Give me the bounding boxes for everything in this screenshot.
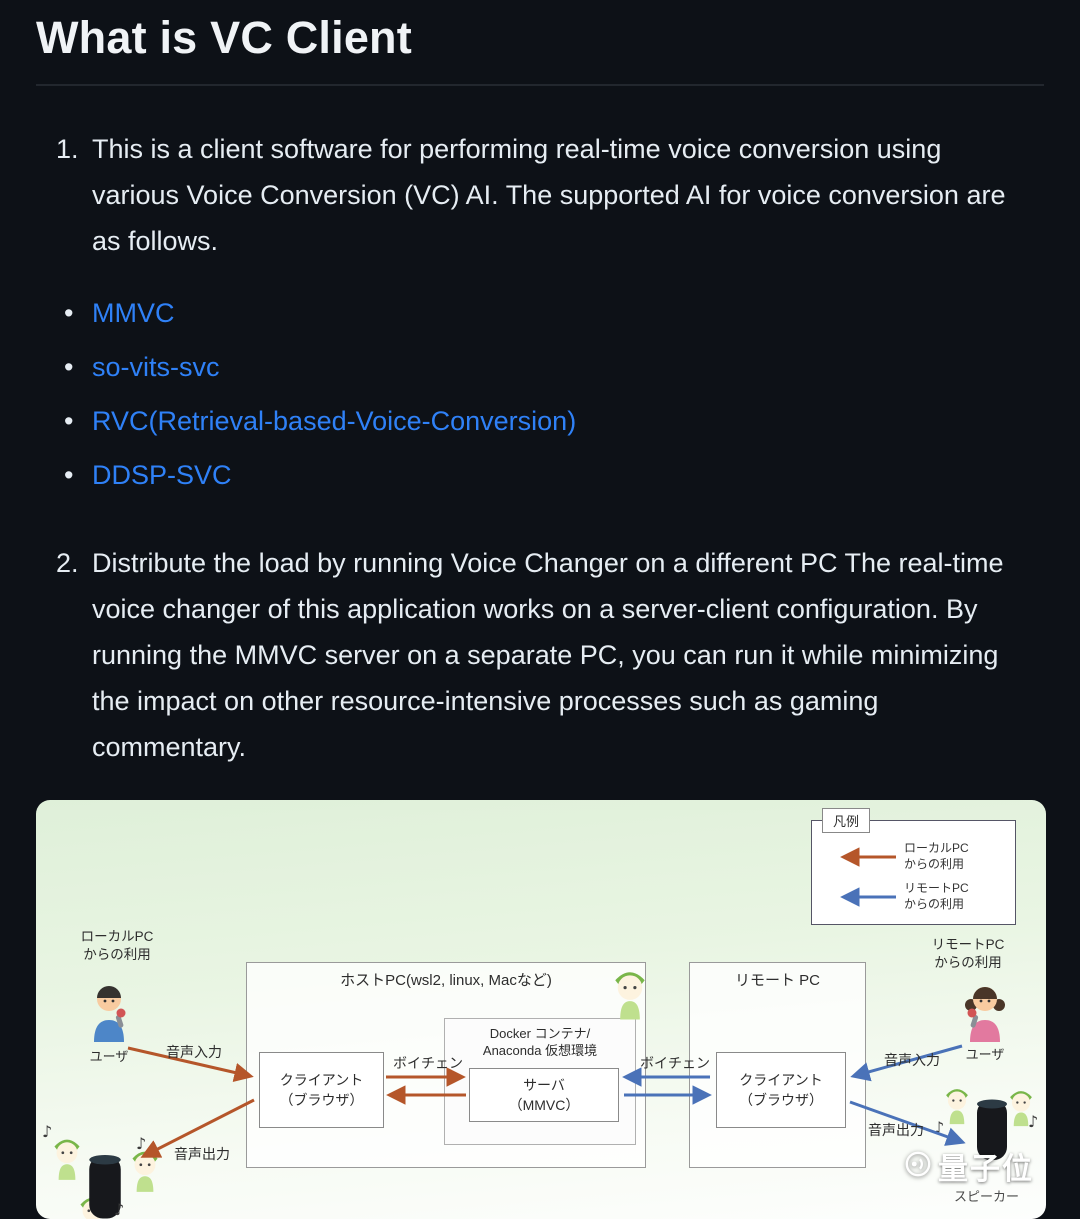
ordered-item-2-number: 2. — [56, 548, 79, 578]
music-note-icon: ♪ — [1028, 1112, 1039, 1131]
mascot-icon — [610, 968, 650, 1022]
host-pc-title: ホストPC(wsl2, linux, Macなど) — [340, 972, 552, 989]
list-item: • so-vits-svc — [64, 352, 1044, 382]
ordered-item-1: 1. This is a client software for perform… — [36, 126, 1044, 264]
music-note-icon: ♪ — [42, 1122, 53, 1141]
legend-local-label: ローカルPC からの利用 — [904, 841, 969, 871]
link-mmvc[interactable]: MMVC — [92, 298, 175, 328]
watermark: 量子位 — [904, 1144, 1034, 1188]
music-note-icon: ♪ — [114, 1200, 125, 1219]
speaker-caption: スピーカー — [954, 1189, 1020, 1204]
page-title: What is VC Client — [36, 12, 412, 63]
list-item: • DDSP-SVC — [64, 460, 1044, 490]
watermark-logo-icon — [904, 1150, 932, 1183]
voicechange-label-remote: ボイチェン — [640, 1055, 710, 1071]
mascot-icon — [942, 1086, 972, 1126]
ordered-item-2-text: Distribute the load by running Voice Cha… — [92, 548, 1004, 762]
bullet-marker: • — [64, 298, 74, 328]
audio-input-label-local: 音声入力 — [166, 1044, 222, 1060]
legend-title: 凡例 — [822, 808, 871, 833]
watermark-brand: 量子位 — [938, 1153, 1034, 1186]
client-local-box: クライアント （ブラウザ） — [259, 1052, 384, 1128]
bullet-marker: • — [64, 460, 74, 490]
docker-container-title: Docker コンテナ/ Anaconda 仮想環境 — [482, 1026, 598, 1058]
mascot-icon — [128, 1148, 162, 1194]
link-ddsp-svc[interactable]: DDSP-SVC — [92, 460, 232, 490]
remote-user-caption: リモートPC からの利用 — [931, 937, 1005, 970]
audio-input-label-remote: 音声入力 — [884, 1052, 940, 1068]
smart-speaker-icon — [84, 1146, 126, 1219]
voicechange-label-local: ボイチェン — [393, 1055, 463, 1071]
link-rvc[interactable]: RVC(Retrieval-based-Voice-Conversion) — [92, 406, 577, 436]
remote-pc-title: リモート PC — [734, 972, 820, 989]
music-note-icon: ♪ — [136, 1134, 147, 1153]
legend-box — [811, 820, 1016, 925]
ordered-item-1-text: This is a client software for performing… — [92, 134, 1006, 256]
bullet-marker: • — [64, 406, 74, 436]
mascot-icon — [1006, 1088, 1036, 1128]
server-mmvc-box: サーバ （MMVC） — [469, 1068, 619, 1122]
audio-output-label-remote: 音声出力 — [868, 1122, 924, 1138]
music-note-icon: ♪ — [934, 1118, 945, 1137]
local-user-caption: ローカルPC からの利用 — [80, 929, 154, 962]
ordered-item-2: 2. Distribute the load by running Voice … — [36, 540, 1044, 770]
list-item: • MMVC — [64, 298, 1044, 328]
remote-user-label: ユーザ — [965, 1047, 1005, 1062]
title-divider — [36, 84, 1044, 86]
ordered-item-1-number: 1. — [56, 134, 79, 164]
legend-remote-label: リモートPC からの利用 — [904, 881, 969, 911]
architecture-diagram-image[interactable]: 凡例 ローカルPC からの利用 リモートPC からの利用 ホストPC(wsl2,… — [36, 800, 1046, 1219]
link-so-vits-svc[interactable]: so-vits-svc — [92, 352, 220, 382]
smart-speaker-icon — [972, 1096, 1012, 1162]
remote-user-icon — [962, 982, 1008, 1044]
local-user-icon — [86, 982, 132, 1044]
audio-output-label-local: 音声出力 — [174, 1146, 230, 1162]
local-user-label: ユーザ — [89, 1049, 129, 1064]
bullet-marker: • — [64, 352, 74, 382]
client-remote-box: クライアント （ブラウザ） — [716, 1052, 846, 1128]
mascot-icon — [50, 1136, 84, 1182]
supported-ai-list: • MMVC • so-vits-svc • RVC(Retrieval-bas… — [64, 298, 1044, 490]
list-item: • RVC(Retrieval-based-Voice-Conversion) — [64, 406, 1044, 436]
